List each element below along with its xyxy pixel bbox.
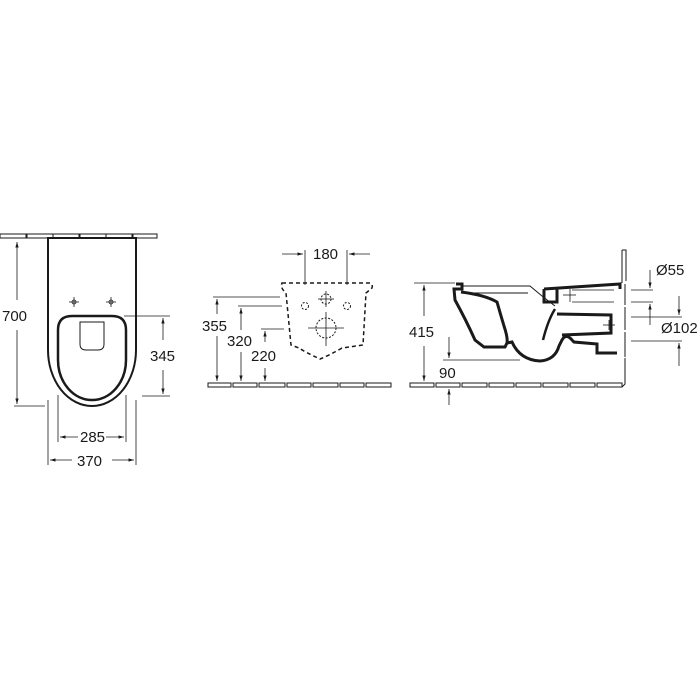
side-view: 415 90 Ø55 Ø102 — [409, 249, 698, 405]
bowl-back-outline — [280, 282, 373, 360]
centre-marks — [308, 291, 344, 346]
fixing-hole-icon — [69, 297, 116, 307]
floor-strip — [207, 382, 392, 388]
back-view: 180 355 320 220 — [202, 246, 392, 388]
pipe-centrelines — [563, 289, 615, 330]
seat-cutout — [79, 321, 105, 351]
dim-floor-gap: 90 — [439, 365, 456, 382]
dim-seat-length: 345 — [150, 348, 175, 365]
dim-outlet-diameter: Ø102 — [661, 320, 698, 337]
dim-length: 700 — [2, 308, 27, 325]
dim-inner-width: 285 — [80, 429, 105, 446]
bowl-side-outline — [452, 282, 617, 363]
dim-inlet-diameter: Ø55 — [656, 262, 684, 279]
top-view: 700 345 285 370 — [0, 233, 175, 470]
wall — [621, 249, 627, 388]
dim-height-top: 355 — [202, 318, 227, 335]
dim-height-outlet: 220 — [251, 348, 276, 365]
floor-strip — [409, 382, 623, 388]
dim-bolt-spacing: 180 — [313, 246, 338, 263]
bowl-outline — [47, 237, 137, 407]
dim-height-bolts: 320 — [227, 333, 252, 350]
dim-total-height: 415 — [409, 324, 434, 341]
dim-outer-width: 370 — [77, 453, 102, 470]
seat-outline — [56, 314, 128, 402]
